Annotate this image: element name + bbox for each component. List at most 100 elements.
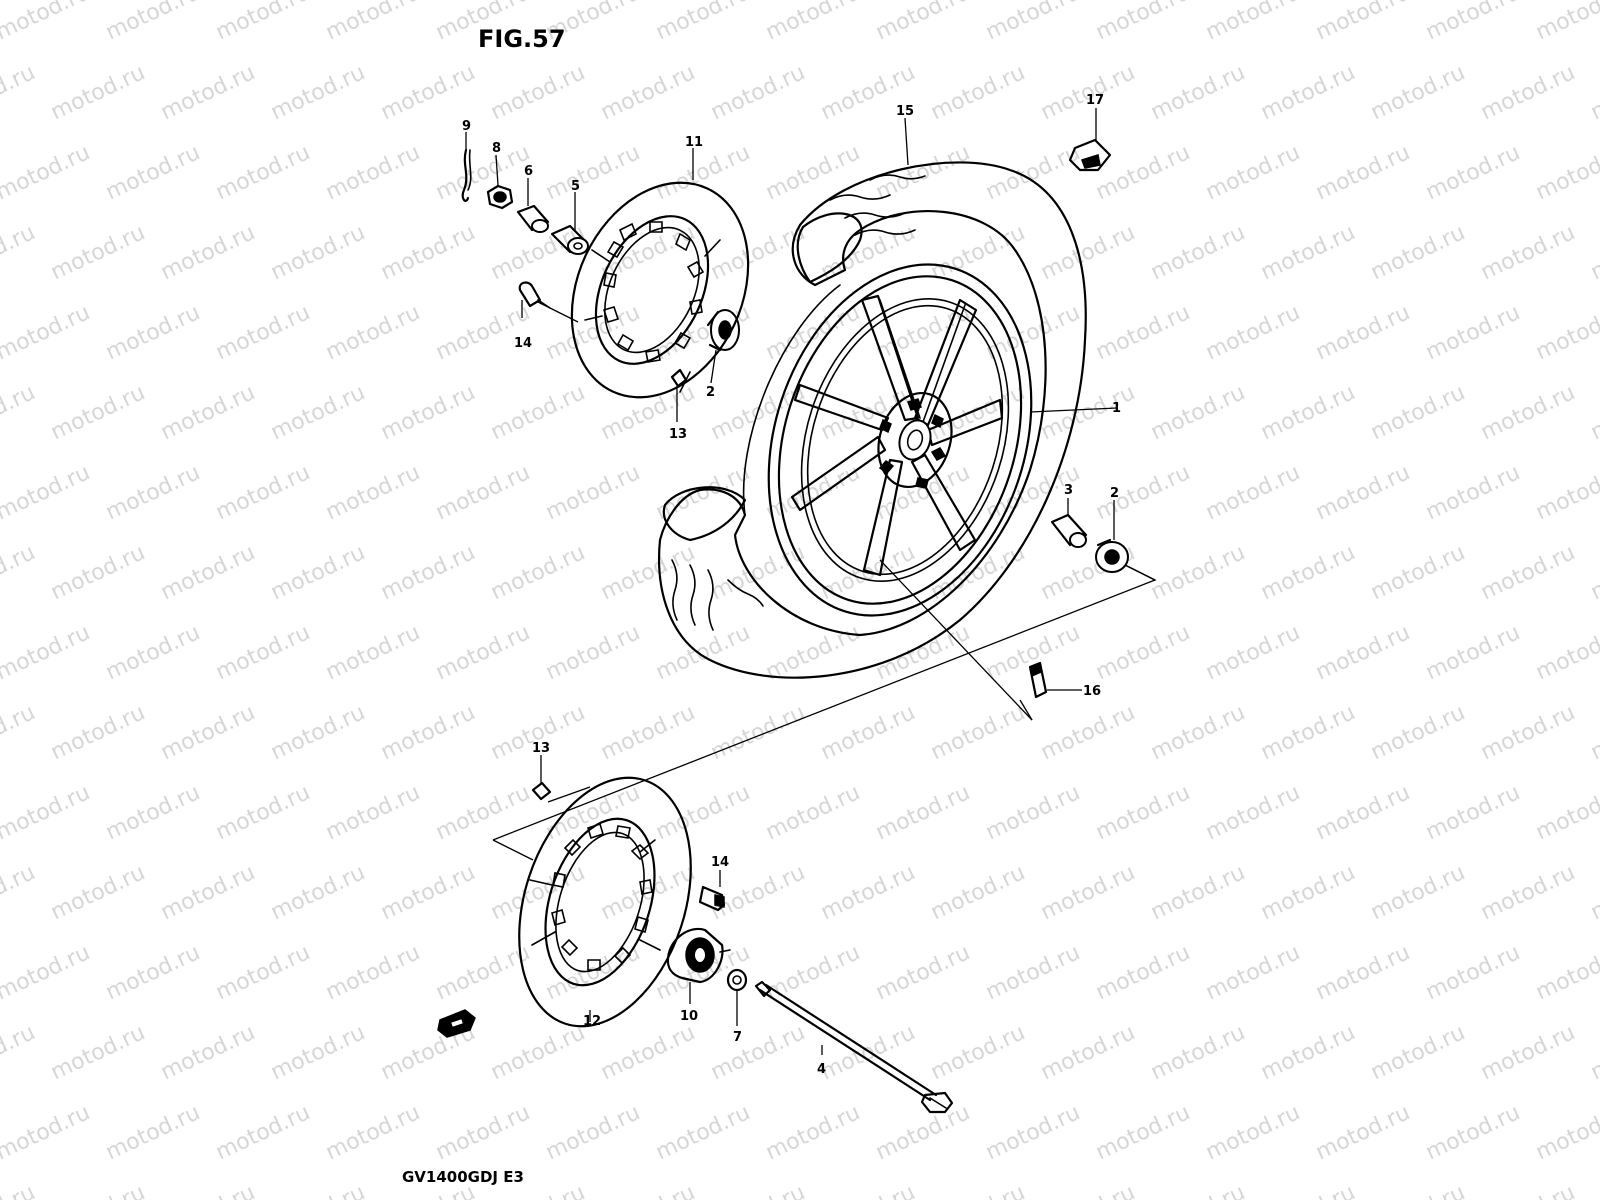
watermark-text: motod.ru [707,700,809,765]
watermark-text: motod.ru [212,620,314,685]
spacer-part-6 [516,204,550,233]
watermark-text: motod.ru [1202,460,1304,525]
callout-3: 3 [1064,483,1073,498]
watermark-text: motod.ru [212,0,314,45]
watermark-text: motod.ru [1587,1020,1600,1085]
hub-center [906,429,924,451]
watermark-text: motod.ru [1257,380,1359,445]
watermark-text: motod.ru [1587,60,1600,125]
watermark-text: motod.ru [597,60,699,125]
watermark-text: motod.ru [1422,0,1524,45]
watermark-text: motod.ru [322,0,424,45]
watermark-text: motod.ru [707,1020,809,1085]
watermark-text: motod.ru [0,1180,39,1200]
callout-9: 9 [462,119,471,134]
watermark-text: motod.ru [1532,620,1600,685]
watermark-text: motod.ru [1147,1020,1249,1085]
watermark-text: motod.ru [0,140,94,205]
watermark-text: motod.ru [1532,0,1600,45]
watermark-text: motod.ru [927,700,1029,765]
watermark-text: motod.ru [267,1180,369,1200]
watermark-text: motod.ru [1037,1020,1139,1085]
watermark-text: motod.ru [1037,700,1139,765]
watermark-text: motod.ru [157,700,259,765]
watermark-text: motod.ru [47,1180,149,1200]
watermark-text: motod.ru [157,380,259,445]
tread-mark [727,579,764,607]
watermark-text: motod.ru [377,60,479,125]
watermark-text: motod.ru [542,460,644,525]
watermark-text: motod.ru [1367,700,1469,765]
callout-11: 11 [685,135,703,150]
watermark-text: motod.ru [1312,620,1414,685]
watermark-text: motod.ru [102,0,204,45]
watermark-text: motod.ru [982,780,1084,845]
watermark-text: motod.ru [1257,220,1359,285]
rim-outer [767,263,1033,617]
callout-labels: 1 2 2 3 4 5 6 7 8 9 10 11 12 13 13 14 14… [462,93,1121,1077]
rim-inner-lip [777,275,1023,605]
watermark-text: motod.ru [1587,700,1600,765]
watermark-text: motod.ru [1092,0,1194,45]
watermark-text: motod.ru [1312,140,1414,205]
watermark-text: motod.ru [762,780,864,845]
watermark-text: motod.ru [0,700,39,765]
callout-16: 16 [1083,684,1101,699]
watermark-text: motod.ru [927,860,1029,925]
callout-14-lower: 14 [711,855,729,870]
watermark-text: motod.ru [0,380,39,445]
watermark-text: motod.ru [157,860,259,925]
watermark-text: motod.ru [1532,460,1600,525]
watermark-text: motod.ru [267,380,369,445]
watermark-text: motod.ru [1202,940,1304,1005]
watermark-text: motod.ru [1587,220,1600,285]
watermark-text: motod.ru [652,460,754,525]
watermark-text: motod.ru [1312,460,1414,525]
watermark-text: motod.ru [322,780,424,845]
watermark-text: motod.ru [377,700,479,765]
figure-title: FIG.57 [478,25,566,53]
watermark-text: motod.ru [0,460,94,525]
callout-5: 5 [571,179,580,194]
watermark-text: motod.ru [762,460,864,525]
watermark-text: motod.ru [927,1020,1029,1085]
disc-slot-pattern [529,822,661,971]
watermark-text: motod.ru [102,940,204,1005]
watermark-text: motod.ru [432,140,534,205]
watermark-text: motod.ru [1367,380,1469,445]
watermark-text: motod.ru [1147,380,1249,445]
watermark-text: motod.ru [267,220,369,285]
watermark-text: motod.ru [487,540,589,605]
watermark-text: motod.ru [1147,220,1249,285]
watermark-text: motod.ru [322,1100,424,1165]
watermark-text: motod.ru [1587,540,1600,605]
watermark-text: motod.ru [762,620,864,685]
watermark-text: motod.ru [377,220,479,285]
watermark-text: motod.ru [1312,1100,1414,1165]
washer-part-7 [726,968,748,992]
watermark-text: motod.ru [487,60,589,125]
watermark-text: motod.ru [102,140,204,205]
watermark-text: motod.ru [1422,140,1524,205]
model-code: GV1400GDJ E3 [402,1168,524,1186]
watermark-text: motod.ru [487,1020,589,1085]
lock-washer-part-13-upper [670,368,688,388]
watermark-text: motod.ru [1477,700,1579,765]
dust-seal-part-5 [550,224,589,255]
watermark-text: motod.ru [0,620,94,685]
tire-outline [658,161,1087,679]
watermark-text: motod.ru [817,700,919,765]
watermark-text: motod.ru [212,460,314,525]
tread-mark [869,174,926,181]
watermark-text: motod.ru [1202,140,1304,205]
callout-2-right: 2 [1110,486,1119,501]
watermark-text: motod.ru [1422,780,1524,845]
tire-cross-section-top [796,212,863,284]
watermark-text: motod.ru [212,140,314,205]
watermark-text: motod.ru [267,860,369,925]
rim-well [800,298,1010,582]
callout-6: 6 [524,164,533,179]
callout-13-upper: 13 [669,427,687,442]
watermark-text: motod.ru [872,940,974,1005]
